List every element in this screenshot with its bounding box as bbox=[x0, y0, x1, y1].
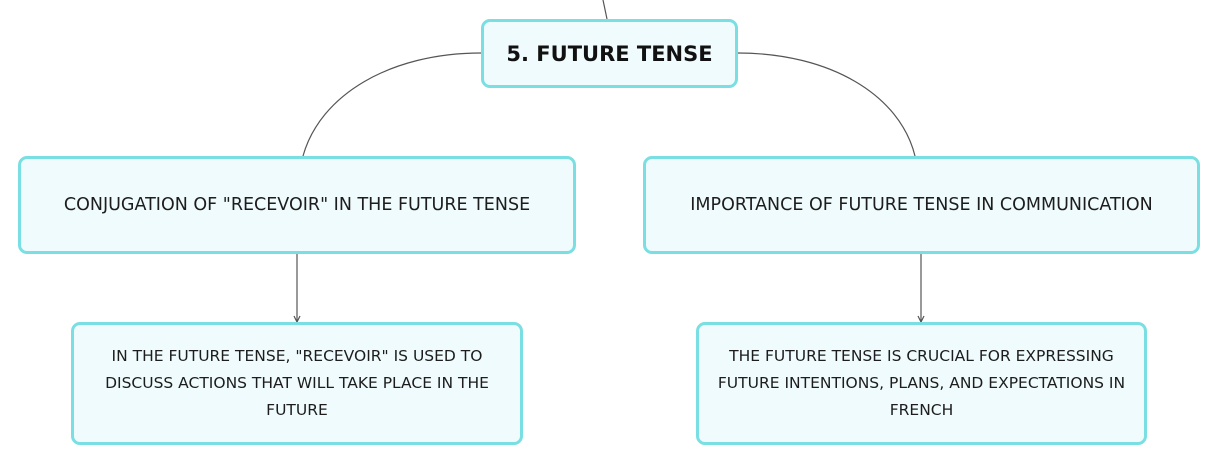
connector-root-to-conjugation bbox=[302, 52, 482, 157]
node-importance-label: IMPORTANCE OF FUTURE TENSE IN COMMUNICAT… bbox=[690, 195, 1153, 215]
node-importance-future-tense[interactable]: IMPORTANCE OF FUTURE TENSE IN COMMUNICAT… bbox=[643, 156, 1200, 254]
node-conjugation-recevoir[interactable]: CONJUGATION OF "RECEVOIR" IN THE FUTURE … bbox=[18, 156, 576, 254]
node-conjugation-label: CONJUGATION OF "RECEVOIR" IN THE FUTURE … bbox=[63, 195, 531, 215]
node-recevoir-usage-label: IN THE FUTURE TENSE, "RECEVOIR" IS USED … bbox=[105, 347, 489, 419]
connector-root-to-importance bbox=[737, 52, 916, 157]
root-node-future-tense[interactable]: 5. FUTURE TENSE bbox=[481, 19, 738, 88]
node-recevoir-usage-detail[interactable]: IN THE FUTURE TENSE, "RECEVOIR" IS USED … bbox=[71, 322, 523, 445]
root-node-label: 5. FUTURE TENSE bbox=[506, 41, 713, 66]
node-future-tense-crucial-detail[interactable]: THE FUTURE TENSE IS CRUCIAL FOR EXPRESSI… bbox=[696, 322, 1147, 445]
incoming-connector bbox=[602, 0, 608, 20]
node-future-tense-crucial-label: THE FUTURE TENSE IS CRUCIAL FOR EXPRESSI… bbox=[717, 347, 1126, 419]
